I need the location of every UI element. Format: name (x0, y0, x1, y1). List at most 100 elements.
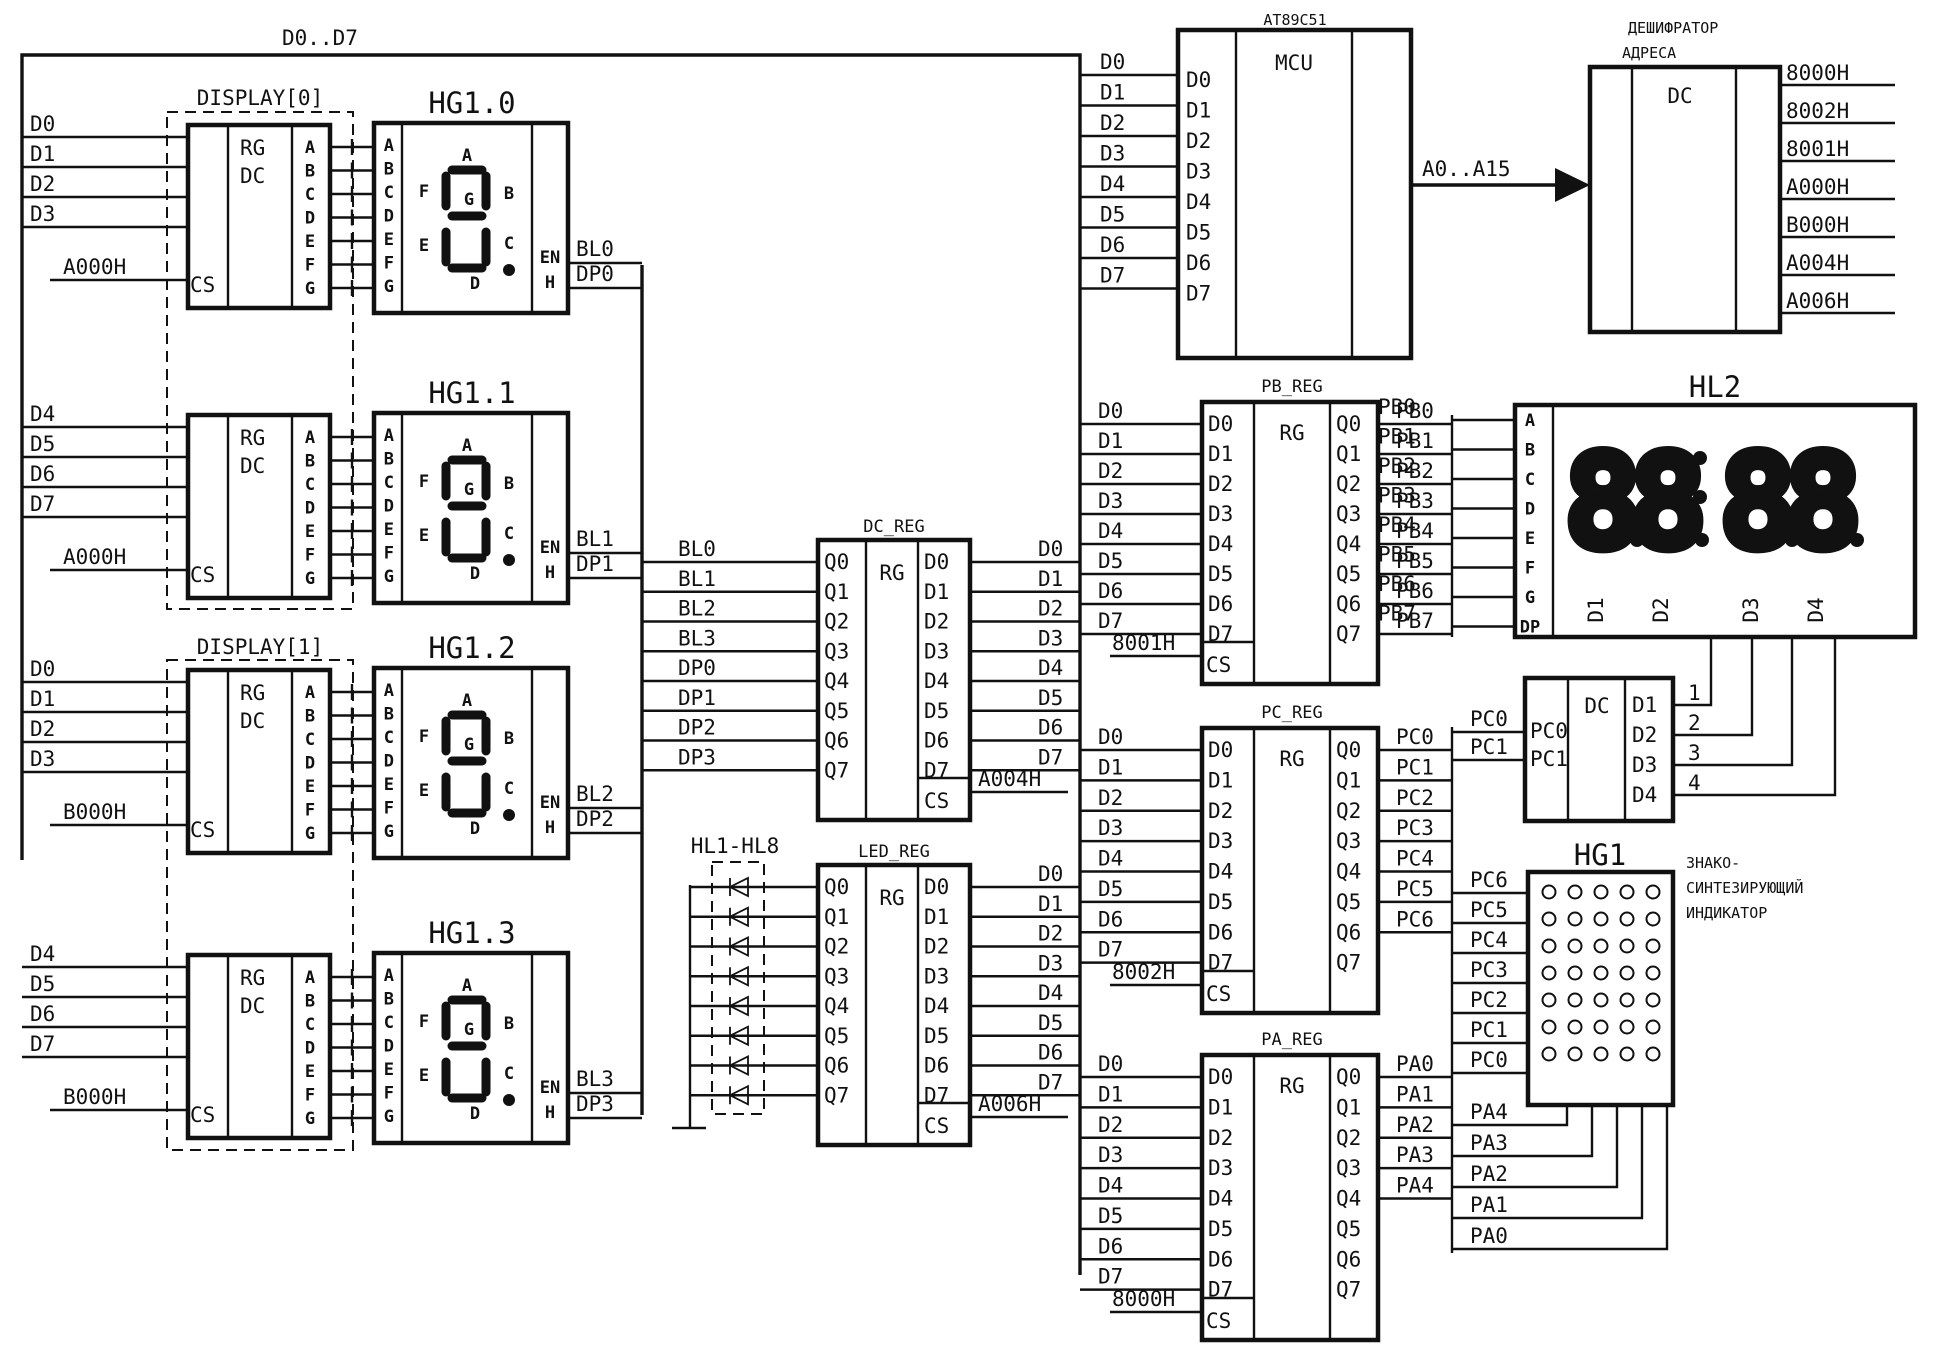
decimal-point (503, 809, 515, 821)
segment-label: A (462, 976, 472, 996)
bus-label: D4 (1038, 656, 1063, 680)
register-net-label: PB2 (1396, 459, 1434, 483)
rgdc-chip (185, 122, 333, 311)
matrix-col-wire (1452, 1105, 1669, 1251)
rg-label: RG (1279, 747, 1304, 771)
register-input-pin: D4 (1208, 860, 1233, 884)
bus-label: D4 (1098, 847, 1123, 871)
input-label: D6 (30, 462, 55, 486)
dp-label: DP3 (576, 1092, 614, 1116)
register-net-label: PB3 (1396, 489, 1434, 513)
led-diode (727, 906, 749, 928)
matrix-row-label: PC3 (1470, 958, 1508, 982)
output-pin: F (305, 546, 315, 566)
matrix-dot (1541, 884, 1557, 900)
hg-pin: E (384, 230, 394, 250)
bus-label: D0 (1038, 862, 1063, 886)
display-group-1 (166, 659, 354, 1151)
hg-pin: E (384, 775, 394, 795)
hl2-digit: 8 (1784, 426, 1862, 578)
input-label: D2 (30, 172, 55, 196)
decoder-output-label: A006H (1786, 289, 1849, 313)
output-pin: D (305, 209, 315, 229)
input-label: D1 (30, 687, 55, 711)
register-output-pin: Q6 (1336, 920, 1361, 944)
led-diode (727, 965, 749, 987)
output-pin: F (305, 801, 315, 821)
decoder-title: АДРЕСА (1622, 44, 1676, 62)
decimal-point (503, 1094, 515, 1106)
register-net-label: PC4 (1396, 847, 1434, 871)
dc2-net-number: 2 (1688, 711, 1701, 735)
hl2-dp (1850, 533, 1864, 547)
dp-label: DP0 (576, 262, 614, 286)
register-output-pin: Q7 (824, 758, 849, 782)
hg-pin: G (384, 822, 394, 842)
segment-label: C (504, 524, 514, 544)
cs-label: CS (190, 273, 215, 297)
hl2-pin: E (1525, 529, 1535, 549)
mcu-pin: D1 (1186, 99, 1211, 123)
register-output-pin: Q3 (1336, 502, 1361, 526)
register-input-pin: D0 (1208, 1065, 1233, 1089)
dc2-output-pin: D3 (1632, 753, 1657, 777)
hg-pin: E (384, 520, 394, 540)
colon-dot (1693, 451, 1707, 465)
hg-pin: B (384, 705, 394, 725)
matrix-dot (1645, 1046, 1661, 1062)
led-diode (727, 1084, 749, 1106)
cs-address-label: 8000H (1112, 1287, 1175, 1311)
hg-pin: D (384, 752, 394, 772)
register-output-pin: Q4 (1336, 532, 1361, 556)
matrix-dot (1619, 1019, 1635, 1035)
hg-title: HG1.1 (428, 376, 515, 410)
labels: D0..D7D0D1D2D3A000HRGDCCSABCDEFGHG1.0ABC… (30, 11, 1849, 1333)
matrix-dot (1593, 911, 1609, 927)
bus-label: D2 (1098, 459, 1123, 483)
bus-label: D5 (1098, 877, 1123, 901)
hl2-pin: F (1525, 559, 1535, 579)
input-label: D6 (30, 1002, 55, 1026)
hg-pin: C (384, 728, 394, 748)
register-output-pin: Q2 (1336, 799, 1361, 823)
cs-label: CS (190, 1103, 215, 1127)
dc-label: DC (240, 164, 265, 188)
register-net-label: PC2 (1396, 786, 1434, 810)
segment-label: C (504, 779, 514, 799)
register-input-pin: D7 (924, 1083, 949, 1107)
register-input-pin: D5 (1208, 890, 1233, 914)
hg-pin: A (384, 426, 394, 446)
led-diode (727, 936, 749, 957)
segment-label: D (470, 564, 480, 584)
bus-label: D7 (1098, 938, 1123, 962)
output-pin: A (305, 138, 315, 158)
bus-label: D2 (1038, 922, 1063, 946)
register-input-pin: D4 (1208, 532, 1233, 556)
digit-decoder (1522, 675, 1676, 824)
hl2-digit: 8 (1564, 426, 1642, 578)
hl2-pin: A (1525, 411, 1535, 431)
cs-address-label: 8001H (1112, 631, 1175, 655)
hl2-digit-label: D1 (1584, 597, 1608, 622)
dc-reg-net-label: DP2 (678, 716, 716, 740)
register-input-pin: D3 (924, 964, 949, 988)
register-net-label: PB5 (1396, 549, 1434, 573)
register-input-pin: D6 (1208, 1247, 1233, 1271)
bus-label: D1 (1038, 892, 1063, 916)
address-decoder (1587, 64, 1783, 335)
register-output-pin: Q6 (1336, 592, 1361, 616)
hg-pin: A (384, 136, 394, 156)
bus-label: D0 (1100, 50, 1125, 74)
hl2-digit-label: D2 (1649, 597, 1673, 622)
matrix-dot (1593, 1019, 1609, 1035)
register-input-pin: D7 (1208, 1278, 1233, 1302)
decimal-point (503, 264, 515, 276)
en-pin: EN (540, 248, 560, 268)
bus-label: D6 (1098, 1234, 1123, 1258)
register-input-pin: D7 (924, 758, 949, 782)
output-pin: E (305, 232, 315, 252)
register-net-label: PB4 (1396, 519, 1434, 543)
input-label: D7 (30, 1032, 55, 1056)
dc2-net-number: 4 (1688, 771, 1701, 795)
matrix-row-label: PC2 (1470, 988, 1508, 1012)
